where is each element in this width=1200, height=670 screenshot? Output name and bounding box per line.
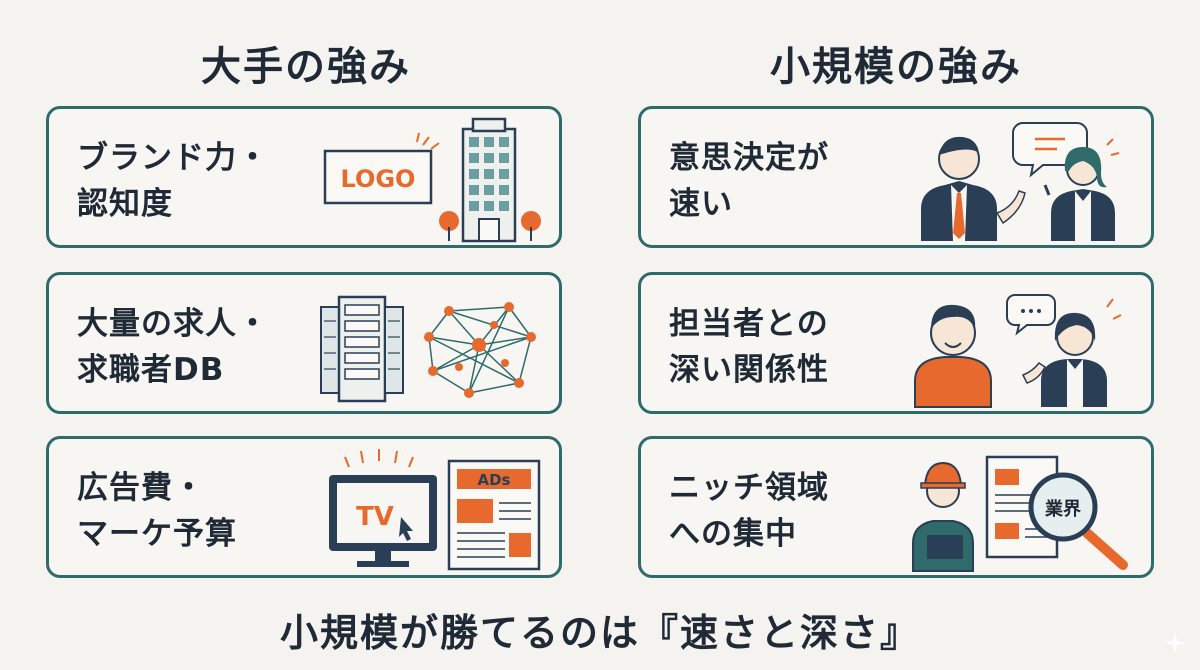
- logo-sign-icon: LOGO: [323, 132, 440, 205]
- card-label-line2: 深い関係性: [669, 352, 829, 388]
- television-icon: TV: [329, 449, 437, 567]
- sparkle-icon: [1164, 632, 1186, 654]
- card-label-line1: ニッチ領域: [669, 470, 829, 506]
- card-label-line1: 広告費・: [77, 470, 205, 506]
- small-company-title: 小規模の強み: [770, 44, 1022, 90]
- card-large-database: 大量の求人・ 求職者DB: [46, 272, 562, 414]
- card-niche-focus: ニッチ領域 への集中 業界: [638, 436, 1154, 578]
- card-label-line1: ブランド力・: [77, 140, 269, 176]
- magnifier-text: 業界: [1044, 498, 1081, 520]
- card-label-line1: 大量の求人・: [77, 306, 269, 342]
- tree-icon: [439, 211, 541, 241]
- card-deep-relationships: 担当者との 深い関係性: [638, 272, 1154, 414]
- card-fast-decisions: 意思決定が 速い: [638, 106, 1154, 248]
- card-label-line2: への集中: [669, 516, 797, 552]
- advertising-illustration: TV ADs: [329, 449, 541, 571]
- card-ad-budget: 広告費・ マーケ予算 TV ADs: [46, 436, 562, 578]
- logo-text: LOGO: [341, 165, 416, 193]
- card-brand-power: ブランド力・ 認知度 LOGO: [46, 106, 562, 248]
- card-label: 担当者との 深い関係性: [669, 301, 919, 393]
- businessman-icon: [921, 136, 1026, 241]
- speech-bubble-icon: [1006, 294, 1056, 336]
- meeting-illustration: [921, 122, 1120, 241]
- database-illustration: [320, 295, 536, 403]
- server-rack-icon: [320, 295, 404, 403]
- smiling-man-icon: [914, 304, 992, 408]
- smiling-woman-icon: [1021, 298, 1122, 407]
- ad-newspaper-icon: ADs: [447, 459, 541, 571]
- card-label-line2: マーケ予算: [77, 516, 237, 552]
- office-building-icon: [461, 117, 517, 243]
- ads-text: ADs: [478, 471, 511, 489]
- brand-illustration: LOGO: [323, 117, 541, 243]
- card-label-line1: 意思決定が: [669, 140, 829, 176]
- large-company-title: 大手の強み: [201, 44, 411, 90]
- businesswoman-icon: [1043, 138, 1120, 241]
- card-label: 大量の求人・ 求職者DB: [77, 301, 327, 393]
- tv-text: TV: [356, 502, 394, 532]
- worker-icon: [912, 461, 974, 572]
- card-label: 広告費・ マーケ予算: [77, 465, 327, 557]
- niche-illustration: 業界: [912, 455, 1128, 572]
- relationship-illustration: [914, 294, 1122, 408]
- card-label-line1: 担当者との: [669, 306, 829, 342]
- conclusion-text: 小規模が勝てるのは『速さと深さ』: [279, 611, 920, 655]
- card-label: ブランド力・ 認知度: [77, 135, 327, 227]
- card-label-line2: 求職者DB: [77, 352, 225, 388]
- card-label: 意思決定が 速い: [669, 135, 919, 227]
- card-label-line2: 速い: [669, 186, 733, 222]
- card-label-line2: 認知度: [77, 186, 173, 222]
- network-graph-icon: [424, 302, 536, 398]
- magnifier-icon: 業界: [1028, 472, 1128, 570]
- card-label: ニッチ領域 への集中: [669, 465, 919, 557]
